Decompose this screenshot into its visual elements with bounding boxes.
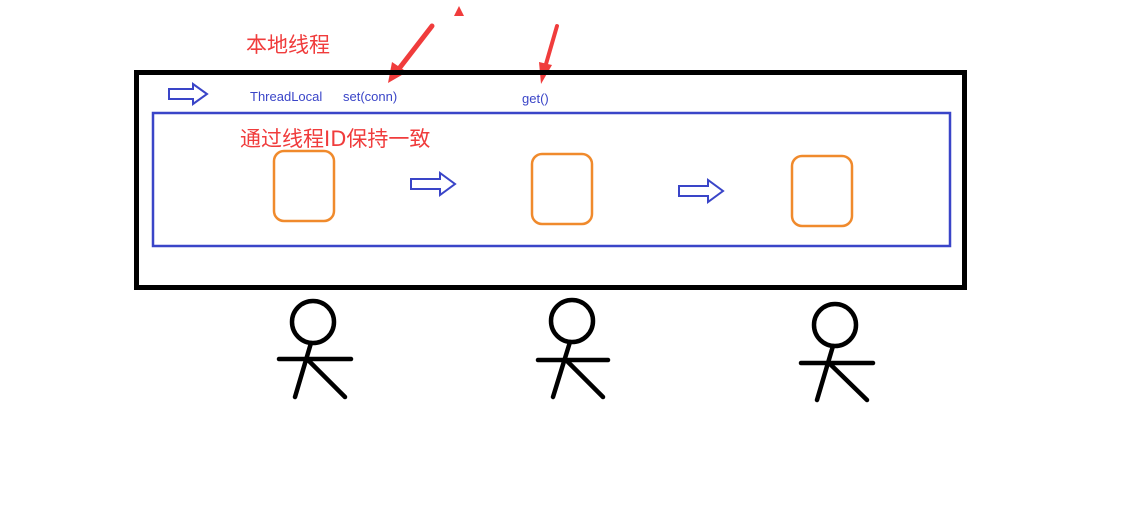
- stick-figure-icon: [276, 298, 354, 400]
- thread-lane: [151, 111, 952, 248]
- arrow-right-icon: [168, 82, 209, 106]
- diagram-title: 本地线程: [246, 33, 330, 57]
- arrow-right-icon: [678, 178, 725, 204]
- connection-box: [530, 152, 594, 226]
- arrow-right-icon: [410, 171, 457, 197]
- red-triangle-marker: [454, 6, 464, 16]
- threadlocal-label: ThreadLocal: [250, 89, 322, 104]
- connection-box: [272, 149, 336, 223]
- thread-id-note: 通过线程ID保持一致: [240, 127, 430, 151]
- set-conn-label: set(conn): [343, 89, 397, 104]
- get-label: get(): [522, 91, 549, 106]
- connection-box: [790, 154, 854, 228]
- stick-figure-icon: [535, 297, 611, 400]
- red-pointer-arrow-get: [539, 24, 559, 84]
- outer-container: [134, 70, 967, 290]
- stick-figure-icon: [798, 301, 876, 403]
